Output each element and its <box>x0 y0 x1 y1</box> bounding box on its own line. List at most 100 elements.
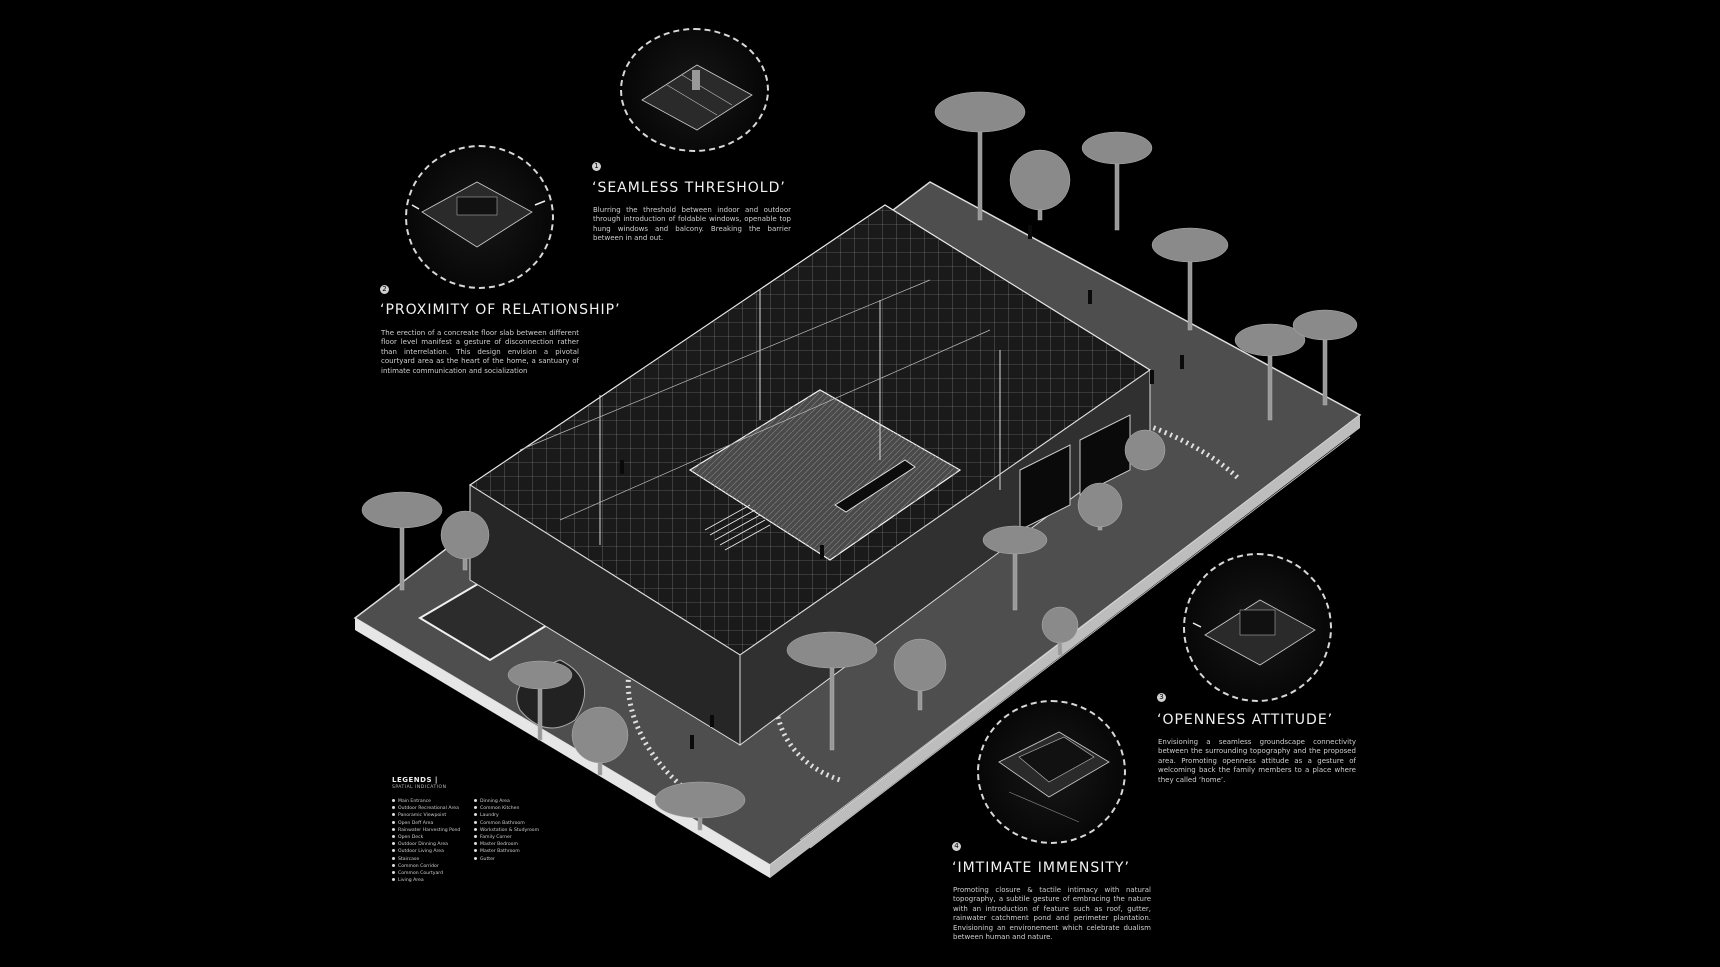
palm-tree <box>1081 131 1153 231</box>
legend-item: Gutter <box>474 856 554 863</box>
broad-tree <box>440 510 490 571</box>
vignette-drawing <box>411 181 546 248</box>
legend-item: Master Bedroom <box>474 841 554 848</box>
legend-item: Master Bathroom <box>474 848 554 855</box>
vignette-intimate-immensity <box>977 700 1126 844</box>
section-text: The erection of a concreate floor slab b… <box>381 329 579 375</box>
bullet-icon <box>392 856 395 860</box>
section-number: 1 <box>592 162 601 171</box>
palm-tree <box>1151 227 1229 331</box>
bullet-icon <box>474 849 477 853</box>
vignette-openness-attitude <box>1183 553 1332 702</box>
legend-item: Rainwater Harvesting Pond <box>392 827 472 834</box>
legend-item-label: Open Deff Area <box>398 820 434 826</box>
legend-item-label: Common Courtyard <box>398 871 444 877</box>
section-title: ‘SEAMLESS THRESHOLD’ <box>592 180 786 196</box>
broad-tree <box>654 781 746 831</box>
palm-tree <box>361 491 443 591</box>
legend-subtitle: SPATIAL INDICATION <box>392 785 447 790</box>
bullet-icon <box>474 806 477 810</box>
building-volume <box>468 204 1152 746</box>
staircase <box>704 504 771 551</box>
vignette-drawing <box>641 64 753 131</box>
legend-item: Outdoor Recreational Area <box>392 805 472 812</box>
section-number: 4 <box>952 842 961 851</box>
legend-item: Common Bathroom <box>474 820 554 827</box>
legend-item-label: Family Corner <box>480 835 512 841</box>
bullet-icon <box>392 806 395 810</box>
section-number: 2 <box>380 285 389 294</box>
section-title: ‘IMTIMATE IMMENSITY’ <box>952 860 1130 876</box>
broad-tree <box>1124 429 1166 471</box>
legend-item-label: Open Deck <box>398 835 424 841</box>
vignette-seamless-threshold <box>620 28 769 152</box>
palm-tree <box>786 631 878 751</box>
legend-item-label: Common Bathroom <box>480 820 525 826</box>
section-text: Envisioning a seamless groundscape conne… <box>1158 738 1356 784</box>
palm-tree <box>1292 309 1358 406</box>
bullet-icon <box>392 835 395 839</box>
legend-item-label: Panoramic Viewpoint <box>398 813 447 819</box>
broad-tree <box>571 706 629 776</box>
legend-item-label: Dinning Area <box>480 799 510 804</box>
legend-item: Outdoor Dinning Area <box>392 841 472 848</box>
legend-item: Common Courtyard <box>392 870 472 877</box>
legend-item: Main Entrance <box>392 798 472 805</box>
legend-item-label: Laundry <box>480 813 499 819</box>
vignette-drawing <box>998 731 1110 823</box>
legend-item: Common Kitchen <box>474 805 554 812</box>
legend-item-label: Outdoor Dinning Area <box>398 842 448 848</box>
bullet-icon <box>392 827 395 831</box>
legend-item-label: Main Entrance <box>398 799 432 804</box>
trees <box>361 91 1358 831</box>
broad-tree <box>893 638 947 711</box>
legend-item: Workstation & Studyroom <box>474 827 554 834</box>
legend-item-label: Common Corridor <box>398 863 439 869</box>
legend-item: Staircase <box>392 856 472 863</box>
legend-item-label: Outdoor Living Area <box>398 849 444 855</box>
legend-item: Family Corner <box>474 834 554 841</box>
bullet-icon <box>474 835 477 839</box>
legend-item: Open Deck <box>392 834 472 841</box>
bullet-icon <box>392 813 395 817</box>
section-text: Promoting closure & tactile intimacy wit… <box>953 886 1151 942</box>
legend-item: Open Deff Area <box>392 820 472 827</box>
legend-item-label: Gutter <box>480 856 495 862</box>
palm-tree <box>982 525 1048 611</box>
legend-item-label: Common Kitchen <box>480 806 520 812</box>
legend-item: Laundry <box>474 812 554 819</box>
legend-item: Panoramic Viewpoint <box>392 812 472 819</box>
bullet-icon <box>474 856 477 860</box>
bullet-icon <box>474 842 477 846</box>
bullet-icon <box>392 820 395 824</box>
bullet-icon <box>474 813 477 817</box>
vignette-drawing <box>1192 599 1316 666</box>
legend-item: Common Corridor <box>392 863 472 870</box>
legend-item: Living Area <box>392 877 472 884</box>
legend-item: Outdoor Living Area <box>392 848 472 855</box>
bullet-icon <box>474 799 477 802</box>
legend-item-label: Living Area <box>398 878 424 884</box>
bullet-icon <box>392 849 395 853</box>
bullet-icon <box>392 871 395 875</box>
bullet-icon <box>474 827 477 831</box>
legend-item-label: Rainwater Harvesting Pond <box>398 827 461 833</box>
legend-item-label: Master Bedroom <box>480 842 518 848</box>
bullet-icon <box>392 842 395 846</box>
broad-tree <box>1041 606 1079 656</box>
palm-tree <box>507 660 573 741</box>
legend-title: LEGENDS | <box>392 776 438 784</box>
legend: LEGENDS | SPATIAL INDICATION Main Entran… <box>392 776 602 896</box>
bullet-icon <box>392 799 395 802</box>
section-text: Blurring the threshold between indoor an… <box>593 206 791 243</box>
broad-tree <box>1077 482 1123 531</box>
legend-item-label: Staircase <box>398 856 420 862</box>
bullet-icon <box>392 863 395 867</box>
legend-item: Dinning Area <box>474 798 554 805</box>
broad-tree <box>1009 149 1071 221</box>
palm-tree <box>1234 323 1306 421</box>
